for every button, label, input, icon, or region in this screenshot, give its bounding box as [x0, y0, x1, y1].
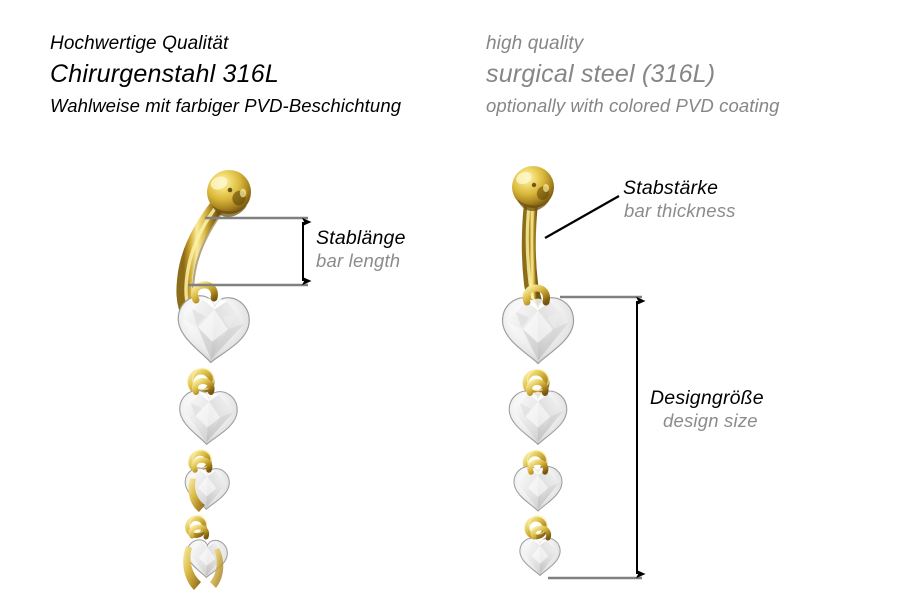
german-spec-text: Hochwertige Qualität Chirurgenstahl 316L…: [50, 34, 401, 116]
right-heart-crystal-4: [519, 537, 561, 576]
annotation-bar-thickness-en: bar thickness: [624, 200, 736, 222]
right-piercing-jewelry: [501, 166, 575, 576]
annotation-bar-length: Stablänge bar length: [316, 228, 406, 271]
right-heart-crystal-2: [508, 390, 568, 445]
english-line-coating: optionally with colored PVD coating: [486, 95, 780, 116]
left-barbell-bar: [176, 197, 226, 315]
english-spec-text: high quality surgical steel (316L) optio…: [486, 34, 780, 116]
right-heart-crystal-1: [501, 297, 575, 365]
right-barbell-ball: [512, 166, 554, 211]
annotation-design-size-de: Designgröße: [650, 387, 764, 409]
right-bail-2: [525, 378, 549, 396]
german-line-quality: Hochwertige Qualität: [50, 33, 229, 54]
german-line-material: Chirurgenstahl 316L: [50, 60, 279, 88]
german-line-coating: Wahlweise mit farbiger PVD-Beschichtung: [50, 95, 402, 116]
dimension-design-size: [548, 295, 646, 580]
leader-bar-thickness: [544, 195, 620, 239]
left-piercing-jewelry: [174, 170, 252, 590]
annotation-bar-thickness: Stabstärke bar thickness: [623, 178, 736, 221]
left-bezel-4b: [210, 548, 224, 588]
annotation-design-size: Designgröße design size: [650, 388, 764, 431]
bar-thickness-leader-line: [544, 195, 620, 239]
left-bezel-3: [188, 478, 205, 512]
right-bail-1: [522, 284, 550, 306]
left-bezel-4: [183, 546, 201, 590]
left-bail-4: [188, 524, 210, 540]
english-line-material: surgical steel (316L): [486, 60, 716, 88]
annotation-bar-length-de: Stablänge: [316, 227, 406, 249]
left-barbell-ball: [207, 170, 251, 217]
right-heart-crystal-3: [513, 466, 563, 512]
left-heart-crystal-2: [177, 388, 239, 447]
right-bail-4: [530, 525, 552, 541]
left-bail-3: [191, 457, 213, 473]
left-heart-crystal-1: [174, 293, 252, 366]
right-bail-3: [527, 459, 549, 475]
annotation-bar-thickness-de: Stabstärke: [623, 177, 719, 199]
annotation-bar-length-en: bar length: [316, 250, 401, 272]
english-line-quality: high quality: [486, 33, 584, 54]
annotation-design-size-en: design size: [663, 410, 758, 432]
left-bail-2: [191, 377, 215, 395]
dimension-bar-length: [188, 216, 312, 287]
